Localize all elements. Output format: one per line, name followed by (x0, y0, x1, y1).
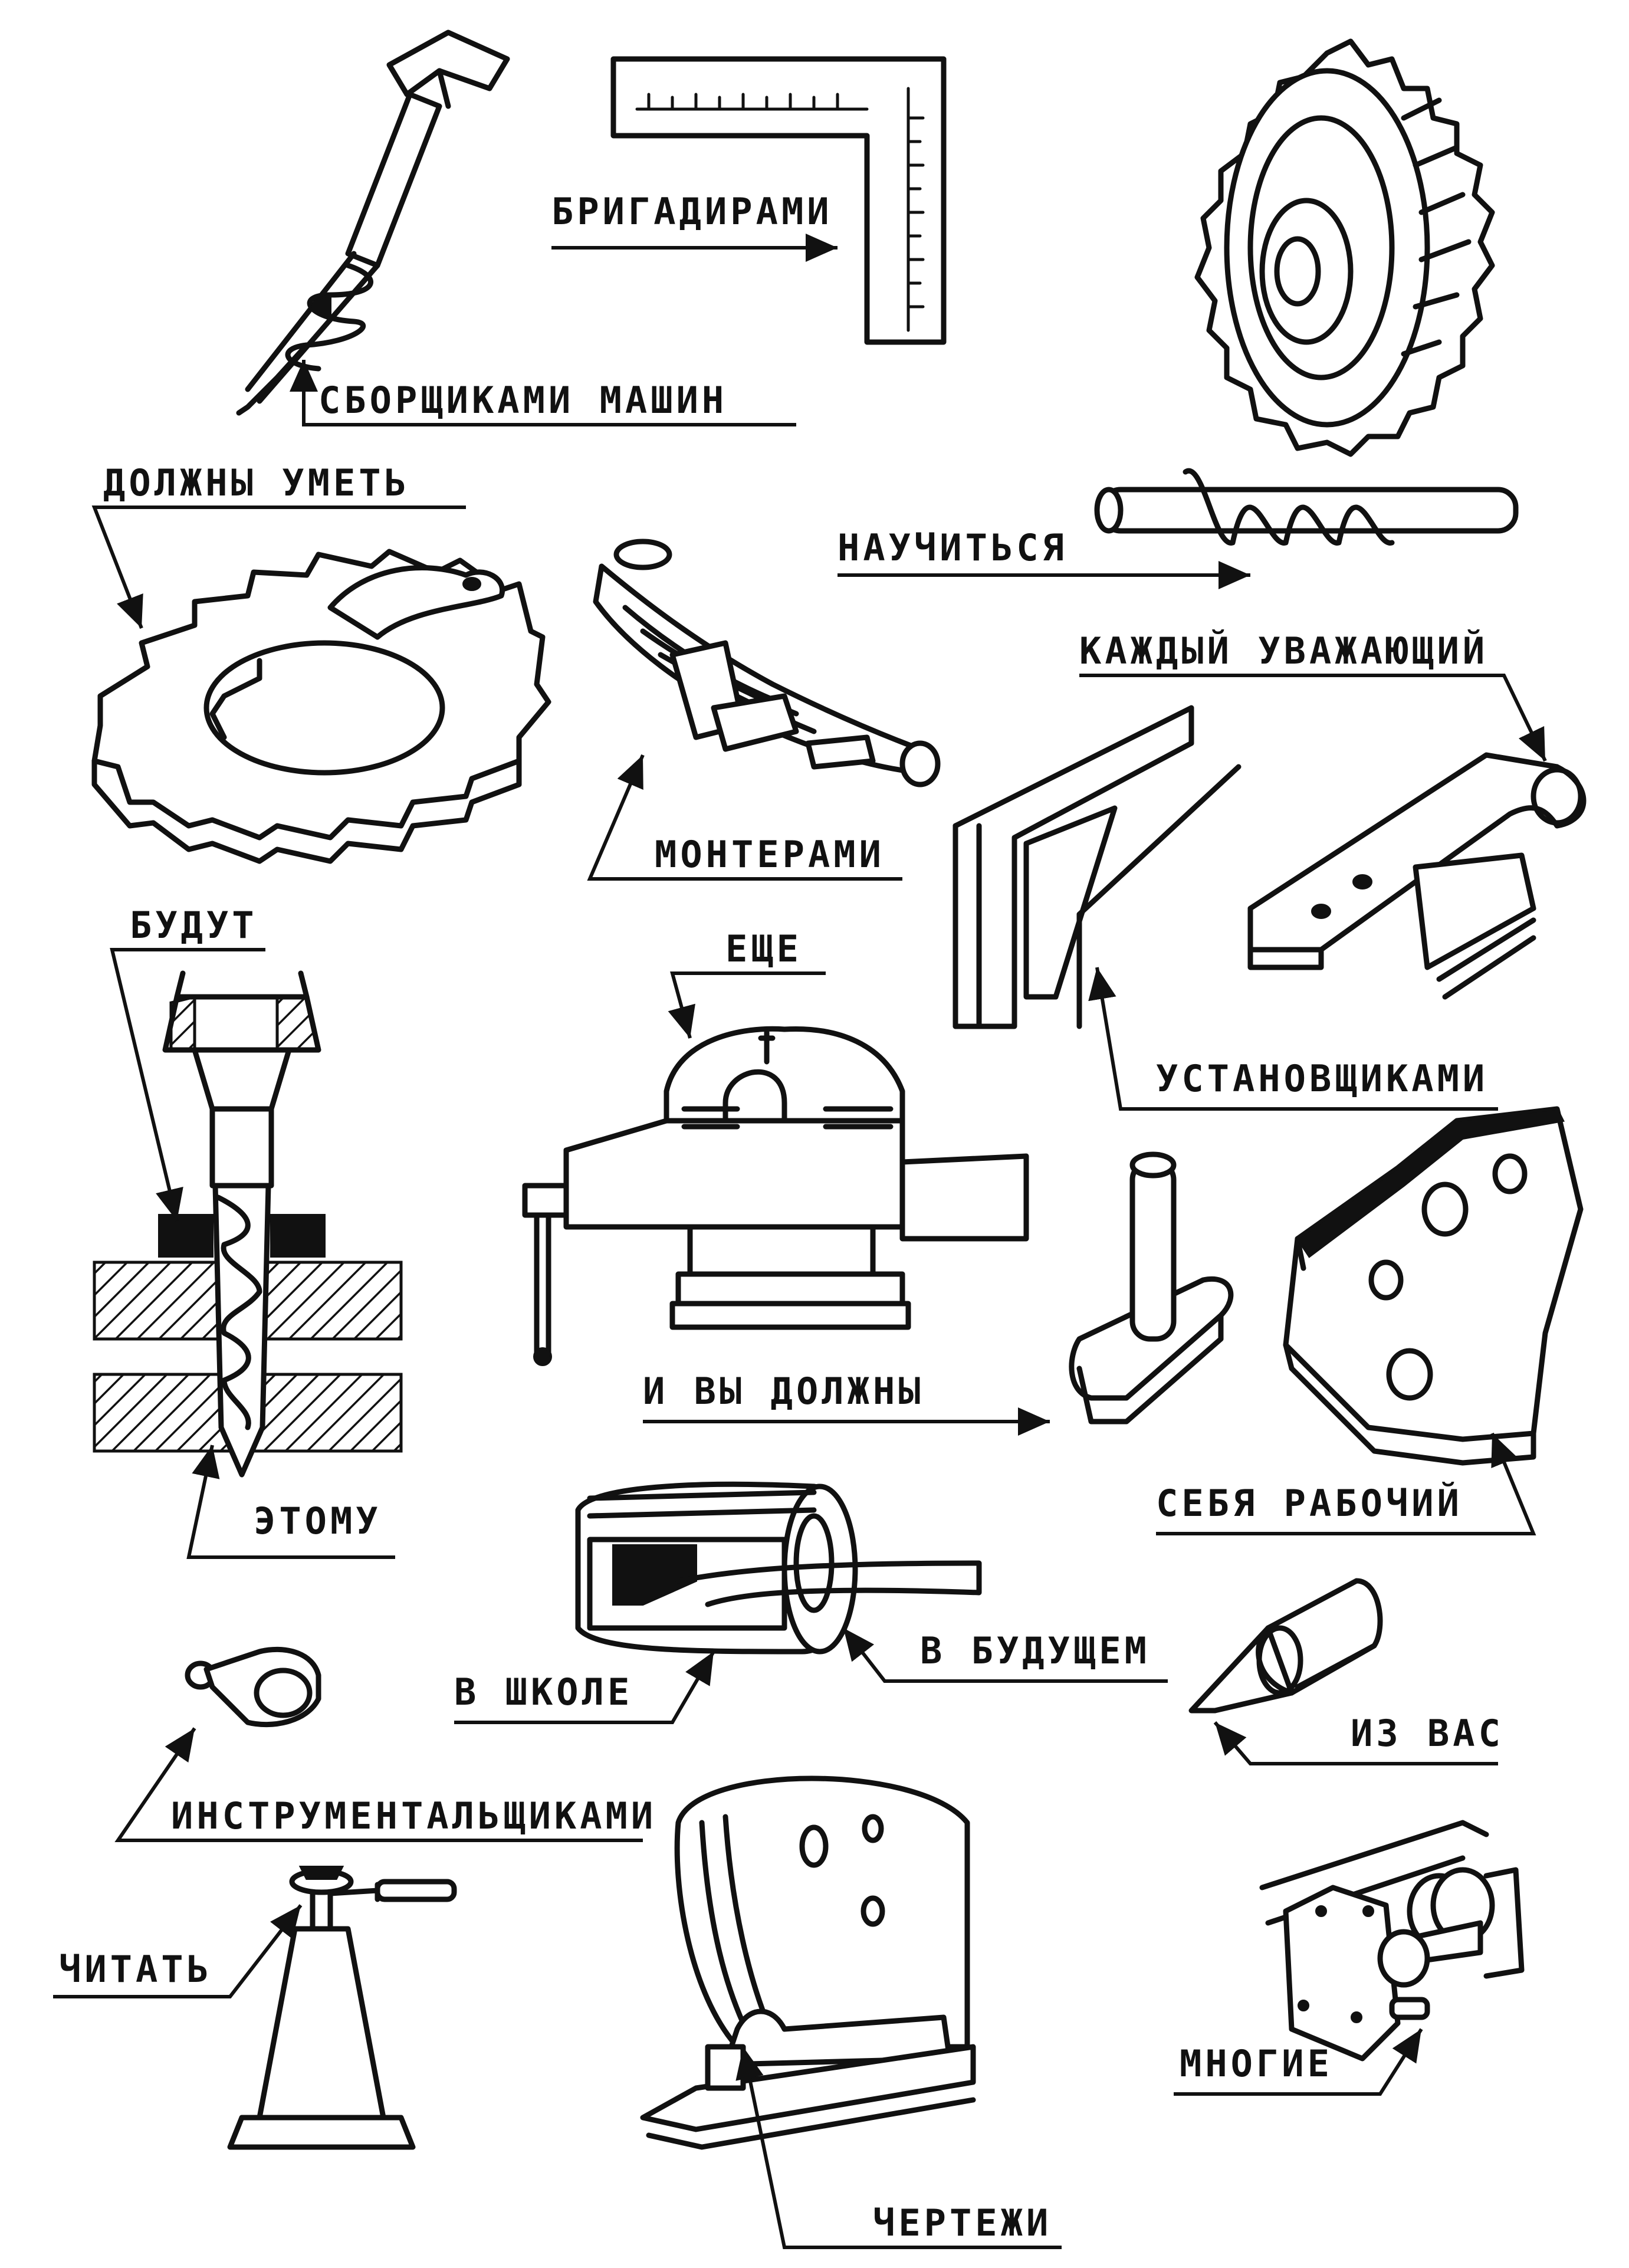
label-text: В БУДУЩЕМ (920, 1629, 1150, 1672)
label-text: И ВЫ ДОЛЖНЫ (643, 1370, 924, 1413)
lathe-center-icon (1188, 1578, 1383, 1714)
label-text: НАУЧИТЬСЯ (838, 526, 1068, 569)
label-chertezhi: ЧЕРТЕЖИ (735, 2046, 1062, 2249)
trolley-carriage-icon (1259, 1820, 1525, 2062)
label-text: ЭТОМУ (254, 1499, 382, 1542)
perforated-plate-icon (1283, 1106, 1584, 1466)
label-etomu: ЭТОМУ (186, 1445, 395, 1559)
label-text: КАЖДЫЙ УВАЖАЮЩИЙ (1079, 629, 1488, 672)
label-text: ЧИТАТЬ (59, 1948, 212, 1991)
drill-chuck-icon (93, 970, 403, 1478)
label-text: МОНТЕРАМИ (655, 833, 885, 876)
label-v-budushchem: В БУДУЩЕМ (842, 1627, 1168, 1683)
label-chitat: ЧИТАТЬ (53, 1904, 303, 1998)
label-kazhdy: КАЖДЫЙ УВАЖАЮЩИЙ (1079, 629, 1547, 762)
label-text: ДОЛЖНЫ УМЕТЬ (103, 461, 410, 504)
t-head-bolt-icon (236, 29, 510, 416)
label-i-vy-dolzhny: И ВЫ ДОЛЖНЫ (643, 1370, 1050, 1436)
label-text: СЕБЯ РАБОЧИЙ (1156, 1482, 1463, 1525)
angle-bracket-icon (953, 705, 1242, 1029)
carpenter-square-icon (610, 56, 947, 345)
label-brigadirami: БРИГАДИРАМИ (551, 190, 838, 262)
label-budut: БУДУТ (110, 904, 265, 1222)
label-text: ИЗ ВАС (1351, 1712, 1504, 1755)
label-text: МНОГИЕ (1180, 2042, 1333, 2085)
ratchet-wheel-icon (91, 549, 551, 864)
label-text: ИНСТРУМЕНТАЛЬЩИКАМИ (171, 1794, 656, 1837)
label-ustanovshchikami: УСТАНОВЩИКАМИ (1088, 967, 1498, 1111)
hinge-strap-icon (1247, 752, 1587, 1000)
label-text: СБОРЩИКАМИ МАШИН (318, 379, 727, 422)
worm-gear-icon (1094, 38, 1519, 546)
label-text: ЧЕРТЕЖИ (873, 2201, 1052, 2244)
cam-pin-icon (185, 1646, 321, 1728)
label-text: ЕЩЕ (725, 927, 802, 970)
label-nauchitsya: НАУЧИТЬСЯ (838, 526, 1250, 589)
label-text: БРИГАДИРАМИ (551, 190, 833, 233)
label-mnogie: МНОГИЕ (1174, 2028, 1423, 2096)
label-instrumentalshchikami: ИНСТРУМЕНТАЛЬЩИКАМИ (114, 1727, 656, 1842)
t-pin-icon (1069, 1151, 1234, 1425)
bench-vise-icon (522, 1026, 1029, 1366)
pipe-coupling-icon (575, 1481, 982, 1655)
label-sebya-rabochy: СЕБЯ РАБОЧИЙ (1156, 1432, 1536, 1535)
rail-wheel-icon (640, 1775, 976, 2150)
label-text: УСТАНОВЩИКАМИ (1156, 1057, 1488, 1100)
label-monterami: МОНТЕРАМИ (587, 754, 902, 881)
screw-jack-icon (227, 1866, 457, 2150)
label-dolzhny-umet: ДОЛЖНЫ УМЕТЬ (91, 461, 466, 629)
label-eshche: ЕЩЕ (668, 927, 826, 1039)
label-sborshchikami: СБОРЩИКАМИ МАШИН (290, 360, 796, 426)
label-v-shkole: В ШКОЛЕ (454, 1650, 715, 1724)
label-text: БУДУТ (130, 904, 258, 947)
leaf-spring-icon (593, 539, 941, 787)
label-text: В ШКОЛЕ (454, 1670, 633, 1714)
label-iz-vas: ИЗ ВАС (1213, 1712, 1504, 1765)
